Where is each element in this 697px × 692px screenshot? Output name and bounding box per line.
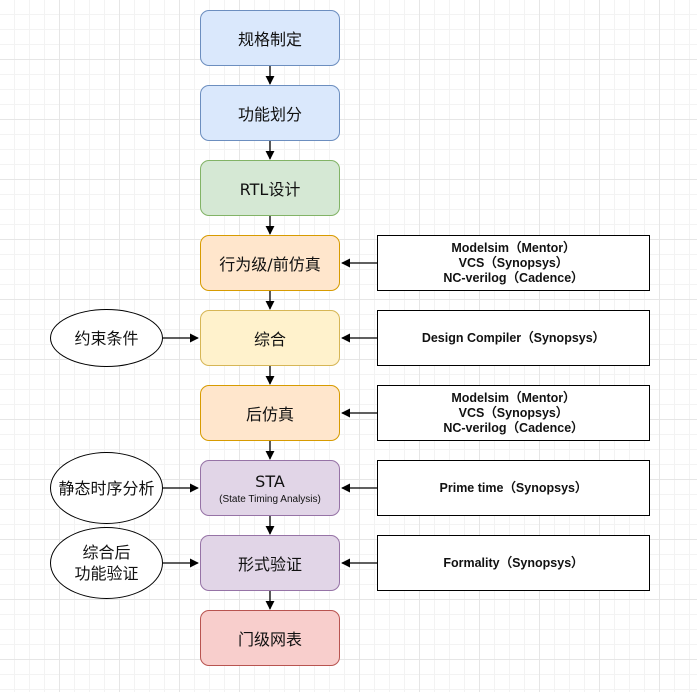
tool-line: VCS（Synopsys） xyxy=(458,405,569,420)
step-gate-netlist[interactable]: 门级网表 xyxy=(200,610,340,666)
step-synthesis[interactable]: 综合 xyxy=(200,310,340,366)
tool-line: NC-verilog（Cadence） xyxy=(443,270,584,285)
tool-line: NC-verilog（Cadence） xyxy=(443,420,584,435)
tool-line: VCS（Synopsys） xyxy=(458,255,569,270)
tool-line: Design Compiler（Synopsys） xyxy=(421,330,606,345)
input-constraints[interactable]: 约束条件 xyxy=(50,309,163,367)
step-sta[interactable]: STA (State Timing Analysis) xyxy=(200,460,340,516)
step-formal-verification[interactable]: 形式验证 xyxy=(200,535,340,591)
step-label: 规格制定 xyxy=(237,30,302,49)
step-sublabel: (State Timing Analysis) xyxy=(219,493,321,505)
tool-line: Prime time（Synopsys） xyxy=(439,480,588,495)
input-line: 约束条件 xyxy=(74,328,139,348)
tool-box-design-compiler[interactable]: Design Compiler（Synopsys） xyxy=(377,310,650,366)
tool-box-formality[interactable]: Formality（Synopsys） xyxy=(377,535,650,591)
tool-line: Formality（Synopsys） xyxy=(443,555,584,570)
input-line: 综合后 xyxy=(82,543,131,562)
step-pre-simulation[interactable]: 行为级/前仿真 xyxy=(200,235,340,291)
input-line: 静态时序分析 xyxy=(58,478,155,498)
tool-box-simulators[interactable]: Modelsim（Mentor） VCS（Synopsys） NC-verilo… xyxy=(377,235,650,291)
step-label: 综合 xyxy=(253,330,286,349)
step-label: 行为级/前仿真 xyxy=(219,255,321,274)
input-line: 功能验证 xyxy=(74,564,139,583)
tool-box-prime-time[interactable]: Prime time（Synopsys） xyxy=(377,460,650,516)
step-label: 门级网表 xyxy=(237,630,302,649)
step-label: RTL设计 xyxy=(239,180,301,199)
tool-line: Modelsim（Mentor） xyxy=(451,240,576,255)
step-function-partition[interactable]: 功能划分 xyxy=(200,85,340,141)
step-label: 形式验证 xyxy=(237,555,302,574)
input-post-synthesis-verification[interactable]: 综合后 功能验证 xyxy=(50,527,163,599)
step-label: STA xyxy=(255,471,285,491)
step-label: 后仿真 xyxy=(245,405,294,424)
step-spec[interactable]: 规格制定 xyxy=(200,10,340,66)
input-static-timing-analysis[interactable]: 静态时序分析 xyxy=(50,452,163,524)
step-rtl-design[interactable]: RTL设计 xyxy=(200,160,340,216)
step-post-simulation[interactable]: 后仿真 xyxy=(200,385,340,441)
tool-box-post-simulators[interactable]: Modelsim（Mentor） VCS（Synopsys） NC-verilo… xyxy=(377,385,650,441)
tool-line: Modelsim（Mentor） xyxy=(451,390,576,405)
step-label: 功能划分 xyxy=(237,105,302,124)
